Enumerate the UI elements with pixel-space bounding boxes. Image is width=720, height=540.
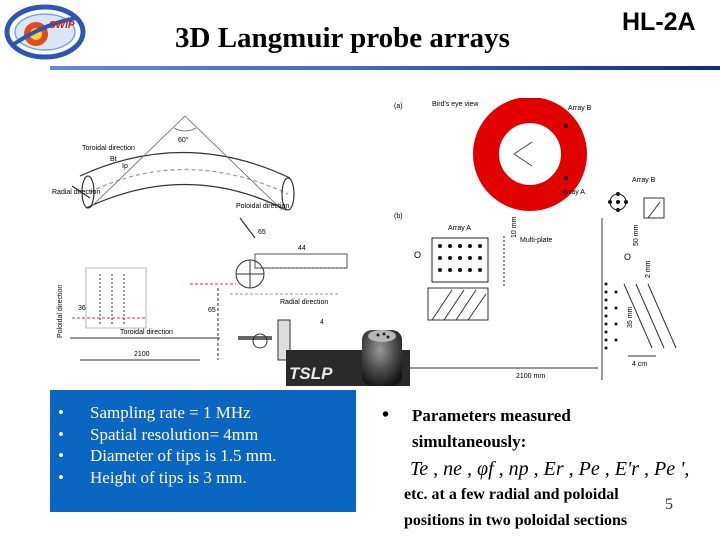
dim-50mm-label: 50 mm [633, 224, 640, 246]
dim-36-label: 36 [78, 305, 86, 312]
radial-direction-label-2: Radial direction [280, 299, 328, 306]
probe-array-side-view [70, 267, 220, 361]
panel-a-label: (a) [394, 103, 403, 110]
vessel-section [71, 115, 295, 239]
bullet: • [58, 403, 64, 422]
dim-65-label: 65 [258, 229, 266, 236]
vessel-ring [473, 98, 587, 211]
spec-item: •Diameter of tips is 1.5 mm. [58, 446, 277, 465]
probe-geometry-figure: 60° Toroidal direction Bt Ip Radial dire… [52, 115, 348, 361]
device-name: HL-2A [622, 8, 696, 36]
tslp-label: TSLP [289, 364, 333, 383]
poloidal-direction-label: Poloidal direction [236, 203, 289, 210]
toroidal-direction-label-2: Toroidal direction [120, 329, 173, 336]
probe-array-layout-figure: (a) Bird's eye view Array B Array A (b) … [392, 98, 677, 380]
angle-label: 60° [178, 136, 189, 144]
dim-4cm-label: 4 cm [632, 361, 647, 368]
specifications-list: •Sampling rate = 1 MHz •Spatial resoluti… [50, 390, 356, 488]
array-b-label: Array B [632, 177, 656, 184]
dim-35mm-label: 35 mm [627, 306, 634, 328]
spec-item: •Sampling rate = 1 MHz [58, 403, 251, 422]
bullet: • [382, 404, 390, 426]
array-b-column [604, 282, 618, 350]
bullet: • [58, 467, 64, 487]
bullet: • [58, 446, 64, 465]
array-b-top-label: Array B [568, 105, 592, 112]
parameters-line4: positions in two poloidal sections [404, 512, 628, 529]
parameters-subheading: simultaneously: [412, 432, 527, 451]
bullet: • [58, 424, 64, 444]
tslp-probe-photo [286, 330, 410, 386]
array-b-cross [608, 192, 628, 212]
array-a-top-label: Array A [562, 189, 585, 196]
spec-item: •Spatial resolution= 4mm [58, 424, 259, 444]
dim-10mm-label: 10 mm [511, 216, 518, 238]
specifications-box: •Sampling rate = 1 MHz •Spatial resoluti… [50, 390, 356, 512]
dim-44-label: 44 [298, 245, 306, 252]
spec-item: •Height of tips is 3 mm. [58, 467, 247, 487]
dim-2mm-label: 2 mm [645, 260, 652, 278]
multiplane-label: Multi-plate [520, 237, 552, 244]
dim-2100mm-label: 2100 mm [516, 373, 545, 380]
dim-2100-label: 2100 [134, 351, 150, 358]
o-label: O [414, 250, 421, 260]
swip-logo: SWIP [4, 4, 86, 60]
bt-label: Bt [110, 156, 117, 163]
probe-head-drawing [190, 253, 348, 361]
birds-eye-label: Bird's eye view [432, 101, 479, 108]
poloidal-direction-label-2: Poloidal direction [57, 285, 64, 338]
title-divider [50, 66, 720, 70]
parameters-formula: Te , ne , φf , np , Er , Pe , E'r , Pe '… [410, 458, 690, 480]
dim-4-label: 4 [320, 319, 324, 326]
toroidal-direction-label: Toroidal direction [82, 145, 135, 152]
logo-text: SWIP [49, 20, 75, 31]
o-label-2: O [624, 252, 631, 262]
parameters-heading: Parameters measured [412, 406, 571, 425]
radial-direction-label: Radial direction [52, 189, 100, 196]
hatched-limiter [427, 287, 489, 321]
array-a-label: Array A [448, 225, 471, 232]
parameters-line3: etc. at a few radial and poloidal [404, 486, 619, 503]
dim-65b-label: 65 [208, 307, 216, 314]
page-number: 5 [665, 496, 673, 513]
array-a-grid [431, 236, 505, 288]
ip-label: Ip [122, 163, 128, 170]
page-title: 3D Langmuir probe arrays [175, 22, 510, 54]
panel-b-label: (b) [394, 213, 403, 220]
